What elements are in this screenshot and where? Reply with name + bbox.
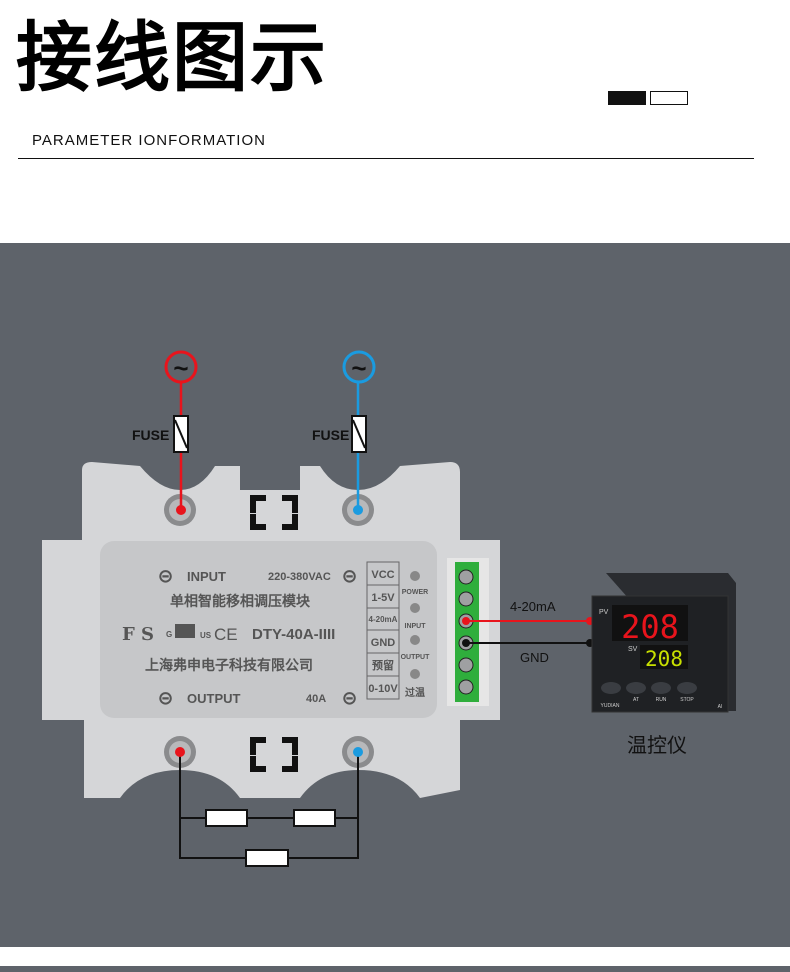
diagram-shape <box>353 747 363 757</box>
diagram-label: CE <box>214 625 238 644</box>
fuse-left-label: FUSE <box>132 427 169 443</box>
diagram-label: 预留 <box>372 658 394 672</box>
diagram-label: OUTPUT <box>187 691 241 706</box>
fuse-right-label: FUSE <box>312 427 349 443</box>
cycle-button[interactable] <box>601 682 621 694</box>
diagram-label: 0-10V <box>368 683 398 695</box>
terminal-labels: VCC 1-5V 4-20mA GND 预留 0-10V <box>366 561 400 700</box>
ac-input-icon: ⊝ <box>158 566 173 586</box>
brand-logo: F S <box>122 624 154 645</box>
diagram-label: RUN <box>656 697 667 703</box>
diagram-label: SV <box>628 646 638 653</box>
diagram-label: 4-20mA <box>369 615 398 624</box>
diagram-label: VCC <box>371 569 394 581</box>
fuse-left <box>173 415 189 453</box>
diagram-shape <box>458 569 474 585</box>
diagram-shape <box>352 419 366 449</box>
diagram-label: AT <box>633 697 639 703</box>
gnd-label: GND <box>520 650 549 665</box>
stop-button[interactable] <box>677 682 697 694</box>
diagram-shape <box>176 505 186 515</box>
diagram-label: ⊝ <box>342 566 357 586</box>
diagram-label: POWER <box>402 589 428 596</box>
diagram-shape <box>205 809 248 827</box>
page-title: 接线图示 <box>16 13 328 102</box>
diagram-shape <box>458 657 474 673</box>
diagram-shape <box>293 809 336 827</box>
status-leds: POWER INPUT OUTPUT 过温 <box>401 571 431 699</box>
diagram-label: ⊝ <box>342 688 357 708</box>
module-label-panel <box>100 541 437 718</box>
diagram-label: ⊝ <box>158 688 173 708</box>
diagram-shape <box>458 591 474 607</box>
diagram-label: GND <box>371 637 396 649</box>
diagram-shape <box>458 679 474 695</box>
mounting-bracket-top <box>250 495 298 530</box>
diagram-shape: AT RUN STOP YUDIAN AI <box>601 697 723 710</box>
sv-display: 208 <box>645 647 683 671</box>
diagram-label: US <box>200 631 212 640</box>
diagram-label: YUDIAN <box>601 703 620 709</box>
diagram-label: AI <box>718 704 723 710</box>
page-subtitle: PARAMETER IONFORMATION <box>32 132 266 149</box>
diagram-label: INPUT <box>187 569 226 584</box>
diagram-shape <box>410 571 420 581</box>
controller-caption: 温控仪 <box>627 734 687 757</box>
diagram-label: INPUT <box>405 623 427 630</box>
diagram-label: DTY-40A-IIII <box>252 626 335 643</box>
pv-display: 208 <box>621 608 679 646</box>
diagram-shape <box>410 669 420 679</box>
diagram-label: 40A <box>306 693 326 705</box>
diagram-shape <box>410 603 420 613</box>
diagram-shape <box>640 645 688 669</box>
diagram-shape <box>175 747 185 757</box>
bottom-bar <box>0 966 790 972</box>
decor-square-outline <box>650 91 688 105</box>
diagram-shape <box>462 617 470 625</box>
diagram-label: G <box>166 630 172 639</box>
ac-source-left-icon <box>164 350 198 384</box>
run-button[interactable] <box>651 682 671 694</box>
mounting-bracket-bottom <box>250 737 298 772</box>
diagram-shape <box>410 635 420 645</box>
fuse-right <box>351 415 367 453</box>
diagram-label: 上海弗申电子科技有限公司 <box>145 657 313 674</box>
diagram-label: 220-380VAC <box>268 571 331 583</box>
diagram-shape <box>612 605 688 641</box>
ul-logo <box>175 624 195 638</box>
diagram-shape <box>455 562 479 702</box>
divider <box>18 158 754 159</box>
temperature-controller: PV 208 SV 208 AT RUN STOP YUDIAN AI <box>591 573 736 713</box>
terminal-block <box>447 558 489 706</box>
diagram-label: STOP <box>680 697 694 703</box>
load-resistors <box>179 752 359 867</box>
diagram-label: ~ <box>351 353 366 383</box>
diagram-label: ~ <box>173 353 188 383</box>
diagram-label: 1-5V <box>371 592 395 604</box>
diagram-shape <box>462 639 470 647</box>
diagram-label: 单相智能移相调压模块 <box>170 593 311 610</box>
diagram-shape <box>353 505 363 515</box>
decor-square-filled <box>608 91 646 105</box>
diagram-shape <box>245 849 289 867</box>
diagram-label: OUTPUT <box>401 654 431 661</box>
diagram-label: PV <box>599 609 609 616</box>
signal-label: 4-20mA <box>510 599 556 614</box>
ac-source-right-icon <box>342 350 376 384</box>
diagram-label: 过温 <box>405 686 425 699</box>
diagram-shape: ⊝ INPUT 220-380VAC ⊝ 单相智能移相调压模块 F S G US… <box>122 566 357 708</box>
at-button[interactable] <box>626 682 646 694</box>
diagram-shape <box>174 419 188 449</box>
